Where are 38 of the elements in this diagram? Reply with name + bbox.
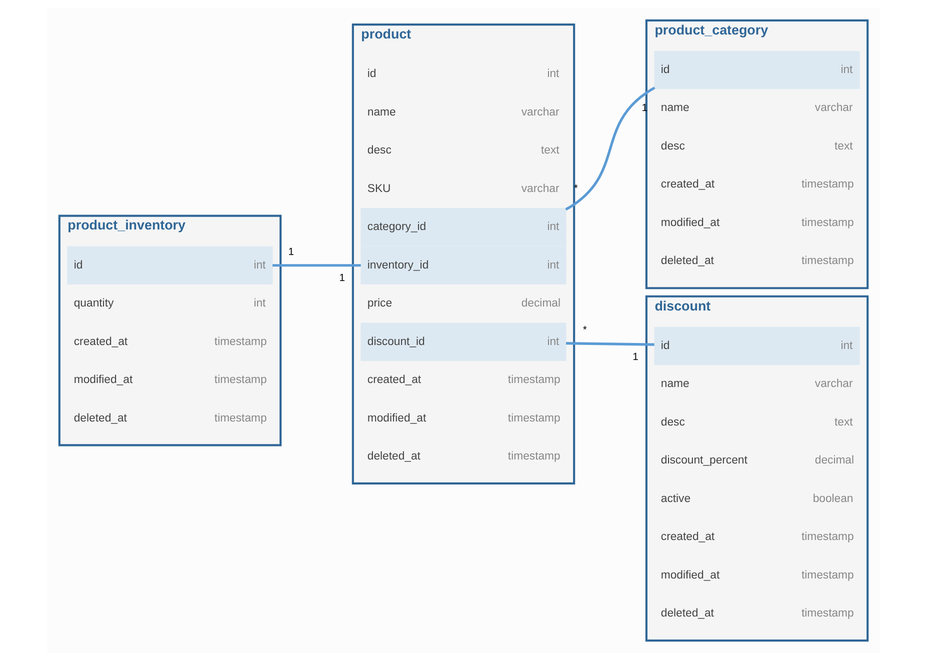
node-text: deleted_at timestamp (366, 450, 560, 462)
node-box: inventory_id int (360, 246, 566, 285)
node-text: deleted_at timestamp (660, 608, 854, 620)
node-box: id int (654, 326, 860, 366)
node-text: modified_at timestamp (660, 569, 854, 582)
node-text: SKU varchar (366, 182, 559, 195)
node-text: desc text (660, 140, 852, 152)
connector (566, 342, 654, 346)
node-box: discount_id int (360, 322, 566, 361)
connector (272, 264, 360, 267)
node-text: id int (366, 68, 559, 80)
node-box: id int (654, 50, 860, 90)
label: 1 (338, 273, 345, 284)
node-text: created_at timestamp (366, 374, 560, 386)
node-text: deleted_at timestamp (660, 255, 854, 268)
node-text: name varchar (660, 102, 852, 114)
label: * (582, 325, 586, 336)
node-text: deleted_at timestamp (73, 412, 266, 424)
label: 1 (632, 352, 638, 363)
node-text: price decimal (366, 298, 560, 310)
node-box: category_id int (360, 208, 566, 246)
node-text: name varchar (366, 106, 559, 118)
node-text: created_at timestamp (660, 531, 854, 544)
node-text: modified_at timestamp (366, 412, 560, 424)
node-text: created_at timestamp (660, 178, 854, 191)
node-text: modified_at timestamp (660, 216, 854, 229)
node-text: name varchar (660, 378, 852, 390)
node-text: active boolean (660, 492, 853, 505)
label: 1 (288, 246, 294, 258)
node-text: desc text (366, 144, 559, 157)
node-text: quantity int (73, 298, 266, 310)
node-box: id int (66, 246, 272, 285)
label: * (573, 184, 578, 195)
connector (564, 86, 655, 211)
node-text: discount_percent decimal (660, 454, 854, 467)
node-text: created_at timestamp (73, 336, 266, 348)
node-text: modified_at timestamp (73, 374, 266, 386)
node-text: desc text (660, 416, 852, 428)
